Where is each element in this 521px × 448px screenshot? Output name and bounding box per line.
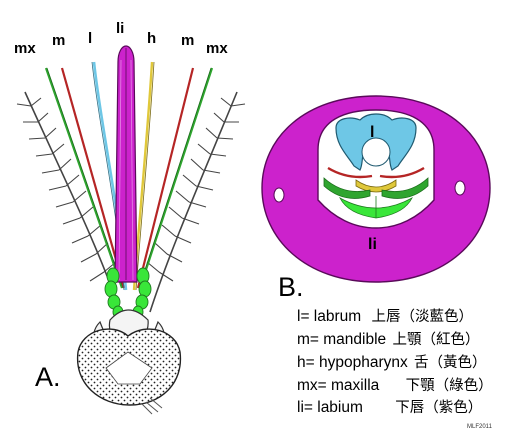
legend-item-mandible: m= mandible 上顎（紅色） [297, 328, 479, 349]
legend-term: h= hypopharynx [297, 354, 408, 371]
right-hole [454, 180, 466, 196]
food-canal [361, 137, 391, 167]
mandible-stylets [60, 67, 195, 289]
legend-chinese: 下顎（綠色） [405, 378, 493, 394]
legend-chinese: 上唇（淡藍色） [371, 309, 474, 325]
label-labium: li [116, 20, 125, 37]
legend-term: m= mandible [297, 331, 387, 348]
diagram-b [261, 95, 491, 283]
left-antenna [16, 91, 121, 313]
legend-term: l= labrum [297, 308, 362, 325]
labium-cross-section [261, 95, 491, 283]
legend-item-hypopharynx: h= hypopharynx 舌（黃色） [297, 351, 487, 372]
label-mandible-right: m [181, 32, 195, 49]
maxilla-cross-section-right [381, 177, 429, 199]
label-maxilla-left: mx [14, 40, 36, 57]
panel-label-a: A. [35, 362, 61, 392]
credit-text: MLF2011 [467, 424, 492, 430]
legend-item-labium: li= labium 下唇（紫色） [297, 396, 482, 417]
head-capsule [76, 328, 182, 415]
legend-term: mx= maxilla [297, 377, 380, 394]
mandible-cross-section-left [327, 166, 373, 179]
hypopharynx-cross-section [355, 179, 397, 193]
mandible-cross-section-right [379, 166, 425, 179]
labium-sheath [114, 45, 138, 283]
label-mandible-left: m [52, 32, 66, 49]
legend-item-maxilla: mx= maxilla 下顎（綠色） [297, 374, 493, 395]
panel-label-b: B. [278, 272, 304, 302]
diagram-a [16, 45, 246, 415]
label-maxilla-right: mx [206, 40, 228, 57]
legend-chinese: 舌（黃色） [414, 355, 487, 371]
legend-term: li= labium [297, 399, 363, 416]
maxilla-cross-section-left [323, 177, 371, 199]
label-b-labium: li [368, 236, 377, 253]
left-hole [273, 187, 285, 203]
legend-chinese: 上顎（紅色） [392, 332, 480, 348]
legend-chinese: 下唇（紫色） [395, 400, 483, 416]
maxilla-stylets [44, 67, 214, 289]
label-hypopharynx: h [147, 30, 157, 47]
label-labrum: l [88, 30, 93, 47]
label-b-labrum: l [370, 124, 375, 141]
right-antenna [146, 91, 246, 313]
legend-item-labrum: l= labrum 上唇（淡藍色） [297, 305, 473, 326]
